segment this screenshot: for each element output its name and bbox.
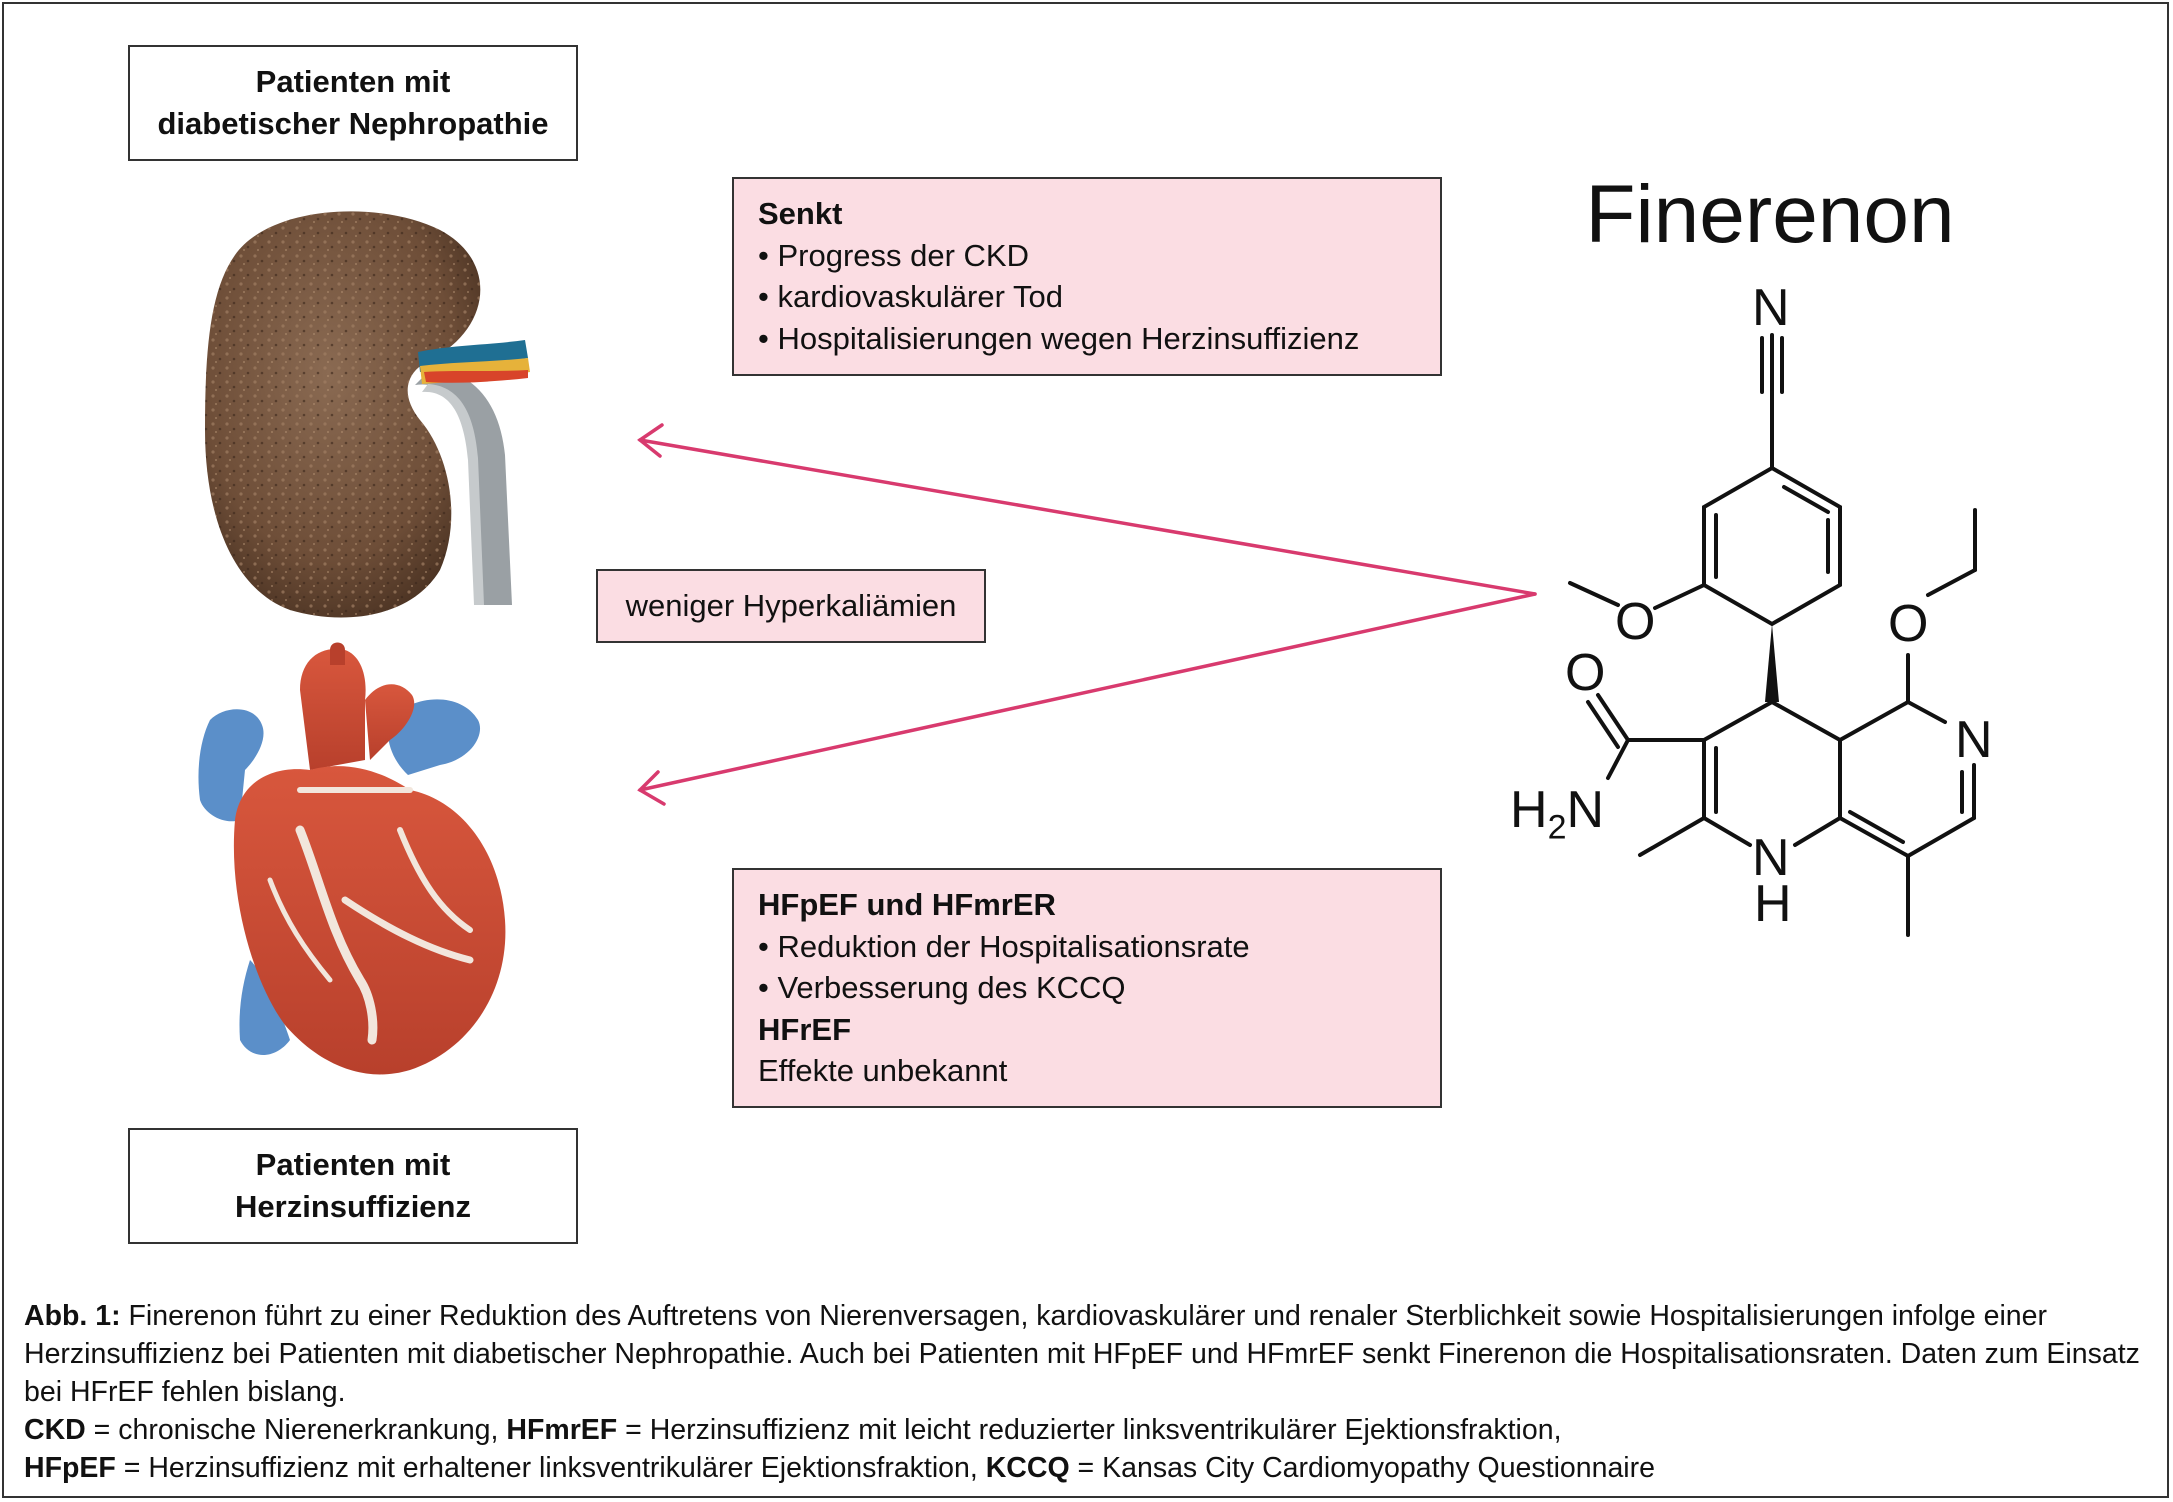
abbrev-term: HFpEF <box>24 1452 116 1484</box>
stereo-wedge <box>1765 624 1779 702</box>
hfref-heading: HFrEF <box>758 1011 851 1047</box>
list-item: Verbesserung des KCCQ <box>758 967 1416 1009</box>
list-item: kardiovaskulärer Tod <box>758 276 1416 318</box>
abbrev-def: chronische Nierenerkrankung, <box>118 1414 499 1446</box>
molecule-title: Finerenon <box>1585 169 1955 260</box>
heart-failure-box-line1: Patienten mit <box>255 1147 451 1182</box>
heart-failure-box-line2: Herzinsuffizienz <box>235 1189 471 1224</box>
abbrev-def: Kansas City Cardiomyopathy Questionnaire <box>1102 1452 1655 1484</box>
caption-paragraph: Abb. 1: Finerenon führt zu einer Redukti… <box>24 1297 2154 1411</box>
atom-label-ring-n: N <box>1955 711 1993 769</box>
abbreviations-line-1: CKD = chronische Nierenerkrankung, HFmrE… <box>24 1414 1562 1446</box>
caption-label: Abb. 1: <box>24 1300 121 1332</box>
effect-arrows <box>637 423 1537 806</box>
hfpef-heading: HFpEF und HFmrER <box>758 887 1056 922</box>
list-item: Progress der CKD <box>758 235 1416 277</box>
finerenone-structure <box>1568 333 1977 937</box>
atom-label-amide-o: O <box>1565 644 1606 702</box>
abbrev-term: KCCQ <box>985 1452 1070 1484</box>
figure-caption: Abb. 1: Finerenon führt zu einer Redukti… <box>24 1297 2154 1487</box>
atom-label-nh-n: N <box>1752 829 1790 887</box>
heart-failure-box: Patienten mit Herzinsuffizienz <box>128 1128 578 1244</box>
list-item: Hospitalisierungen wegen Herzinsuffizien… <box>758 318 1416 360</box>
atom-label-ethoxy-o: O <box>1888 595 1929 653</box>
hf-effects-box: HFpEF und HFmrER Reduktion der Hospitali… <box>732 868 1442 1108</box>
hyperkalemia-box: weniger Hyperkaliämien <box>596 569 986 643</box>
abbrev-term: HFmrEF <box>506 1414 618 1446</box>
heart-illustration <box>198 642 506 1075</box>
abbreviations-line-2: HFpEF = Herzinsuffizienz mit erhaltener … <box>24 1452 1655 1484</box>
nephropathy-box-line1: Patienten mit <box>255 64 451 99</box>
hfref-text: Effekte unbekannt <box>758 1053 1008 1088</box>
list-item: Reduktion der Hospitalisationsrate <box>758 926 1416 968</box>
senkt-heading: Senkt <box>758 196 843 231</box>
nephropathy-box: Patienten mit diabetischer Nephropathie <box>128 45 578 161</box>
atom-label-nitrile-n: N <box>1752 279 1790 337</box>
atom-label-amine: H2N <box>1510 781 1605 847</box>
senkt-box: Senkt Progress der CKD kardiovaskulärer … <box>732 177 1442 376</box>
caption-text: Finerenon führt zu einer Reduktion des A… <box>24 1300 2140 1408</box>
senkt-list: Progress der CKD kardiovaskulärer Tod Ho… <box>758 235 1416 360</box>
kidney-illustration <box>205 211 530 618</box>
hfpef-list: Reduktion der Hospitalisationsrate Verbe… <box>758 926 1416 1009</box>
abbrev-term: CKD <box>24 1414 86 1446</box>
abbrev-def: Herzinsuffizienz mit leicht reduzierter … <box>649 1414 1562 1446</box>
nephropathy-box-line2: diabetischer Nephropathie <box>157 106 549 141</box>
atom-label-nh-h: H <box>1754 875 1792 933</box>
abbrev-def: Herzinsuffizienz mit erhaltener linksven… <box>148 1452 978 1484</box>
atom-label-methoxy-o: O <box>1615 593 1656 651</box>
